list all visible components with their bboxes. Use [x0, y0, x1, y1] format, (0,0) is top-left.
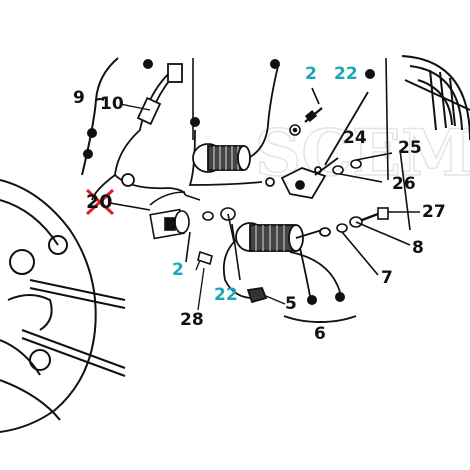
label-9: 9 — [73, 88, 85, 108]
terminal-dot — [307, 295, 317, 305]
condenser — [109, 191, 201, 240]
label-6: 6 — [314, 324, 326, 344]
wire-harness — [91, 63, 186, 201]
label-7: 7 — [381, 268, 393, 288]
label-22-top: 22 — [334, 64, 358, 84]
highlight-marker-icon — [85, 188, 115, 216]
washers-top — [332, 152, 393, 183]
label-2-top: 2 — [305, 64, 317, 84]
label-25: 25 — [398, 138, 422, 158]
leader-lines — [119, 103, 286, 311]
terminal-dot — [190, 117, 200, 127]
engine-housing — [0, 179, 126, 433]
label-24: 24 — [343, 128, 367, 148]
label-22-bottom: 22 — [214, 285, 238, 305]
bracket-6 — [283, 315, 357, 324]
label-10: 10 — [100, 94, 124, 114]
screw-upper — [289, 87, 323, 136]
terminal-dot — [87, 128, 97, 138]
label-2-bottom: 2 — [172, 260, 184, 280]
lower-coil — [222, 222, 341, 304]
terminal-dot — [365, 69, 375, 79]
upper-coil — [188, 65, 279, 187]
contact-breaker — [280, 91, 369, 199]
label-28: 28 — [180, 310, 204, 330]
label-26: 26 — [392, 174, 416, 194]
terminal-dot — [335, 292, 345, 302]
terminal-dot — [83, 149, 93, 159]
washers-middle — [185, 207, 241, 281]
label-5: 5 — [285, 294, 297, 314]
label-20: 20 — [86, 191, 113, 213]
label-27: 27 — [422, 202, 446, 222]
terminal-dot — [143, 59, 153, 69]
screw-right — [336, 207, 420, 276]
flywheel — [401, 55, 470, 141]
label-8: 8 — [412, 238, 424, 258]
